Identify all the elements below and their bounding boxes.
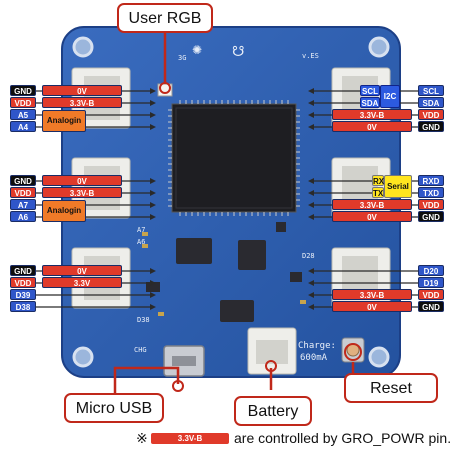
pin-label-txd: TXD	[418, 187, 444, 198]
silk-a6: A6	[137, 238, 145, 246]
pin-label-vdd: VDD	[10, 97, 36, 108]
mcu-pins	[168, 100, 300, 216]
power-label-3v3: 3.3V	[42, 277, 122, 288]
silk-charge: Charge:	[298, 341, 336, 351]
pin-label-rxd: RXD	[418, 175, 444, 186]
pin-label-d19: D19	[418, 277, 444, 288]
pin-label-a7: A7	[10, 199, 36, 210]
power-label-3v3b: 3.3V-B	[332, 109, 412, 120]
logo-mark: ✺	[192, 43, 202, 57]
callout-user-rgb: User RGB	[117, 3, 213, 33]
pin-label-gnd: GND	[418, 121, 444, 132]
pin-label-vdd: VDD	[418, 109, 444, 120]
func-label-tx: TX	[372, 187, 384, 198]
logo-mark: ☋	[232, 44, 244, 60]
func-label-sda: SDA	[360, 97, 380, 108]
callout-battery: Battery	[234, 396, 312, 426]
func-label-scl: SCL	[360, 85, 380, 96]
pin-label-scl: SCL	[418, 85, 444, 96]
pin-label-a5: A5	[10, 109, 36, 120]
power-label-0v: 0V	[332, 211, 412, 222]
mounting-hole	[72, 36, 94, 58]
mounting-hole	[368, 36, 390, 58]
power-label-0v: 0V	[42, 85, 122, 96]
mounting-hole	[72, 346, 94, 368]
power-label-0v: 0V	[42, 265, 122, 276]
silk-chg: CHG	[134, 346, 147, 354]
power-label-0v: 0V	[332, 301, 412, 312]
pin-label-vdd: VDD	[10, 277, 36, 288]
pin-label-vdd: VDD	[418, 289, 444, 300]
silk-d28: D28	[302, 252, 315, 260]
pin-label-vdd: VDD	[418, 199, 444, 210]
footnote-text: are controlled by GRO_POWR pin.	[234, 430, 452, 446]
power-label-3v3b: 3.3V-B	[42, 187, 122, 198]
callout-reset: Reset	[344, 373, 438, 403]
func-label-analogin: Analogin	[42, 110, 86, 132]
func-label-rx: RX	[372, 175, 385, 186]
mounting-hole	[368, 346, 390, 368]
silk-charge-ma: 600mA	[300, 353, 328, 363]
pin-label-a6: A6	[10, 211, 36, 222]
silk-d38: D38	[137, 316, 150, 324]
pin-label-a4: A4	[10, 121, 36, 132]
silk-a7: A7	[137, 226, 145, 234]
power-label-3v3b: 3.3V-B	[332, 289, 412, 300]
pin-label-gnd: GND	[418, 211, 444, 222]
func-label-serial: Serial	[384, 175, 412, 198]
footnote-pill-3v3b: 3.3V-B	[151, 433, 229, 444]
pin-label-d38: D38	[10, 301, 36, 312]
pin-label-sda: SDA	[418, 97, 444, 108]
callout-micro-usb: Micro USB	[64, 393, 164, 423]
small-components	[146, 222, 302, 322]
footnote-symbol: ※	[136, 430, 148, 446]
silk-ves: v.ES	[302, 52, 319, 60]
pin-label-d20: D20	[418, 265, 444, 276]
pin-label-d39: D39	[10, 289, 36, 300]
pin-label-gnd: GND	[10, 265, 36, 276]
power-label-3v3b: 3.3V-B	[332, 199, 412, 210]
power-label-0v: 0V	[42, 175, 122, 186]
silk-3g: 3G	[178, 54, 186, 62]
func-label-analogin: Analogin	[42, 200, 86, 222]
pin-label-gnd: GND	[10, 85, 36, 96]
mounting-holes	[72, 36, 390, 368]
power-label-0v: 0V	[332, 121, 412, 132]
pin-label-gnd: GND	[418, 301, 444, 312]
pin-label-vdd: VDD	[10, 187, 36, 198]
power-label-3v3b: 3.3V-B	[42, 97, 122, 108]
pin-label-gnd: GND	[10, 175, 36, 186]
func-label-i2c: I2C	[380, 85, 400, 108]
mcu-chip	[171, 103, 297, 213]
